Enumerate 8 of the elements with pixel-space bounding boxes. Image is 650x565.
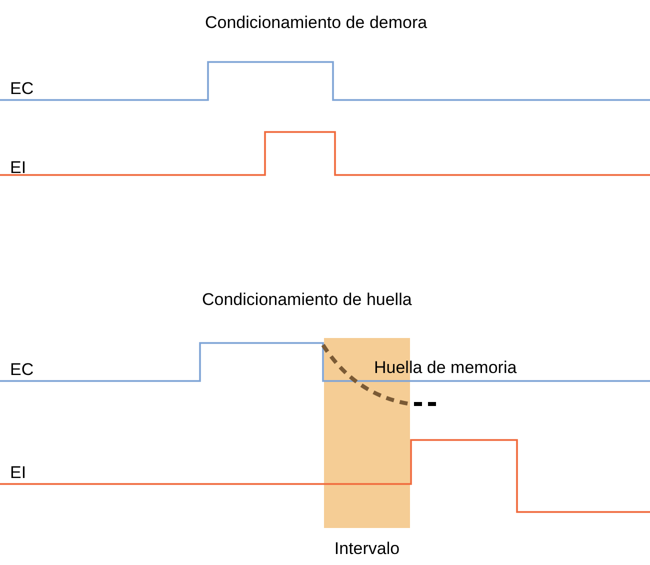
interval-label: Intervalo (333, 538, 401, 560)
signal-label: EC (10, 359, 34, 381)
signal-label: EC (10, 78, 34, 100)
title: Condicionamiento de demora (205, 12, 428, 34)
title: Condicionamiento de huella (202, 289, 412, 311)
annotation-label: Huella de memoria (374, 357, 517, 379)
signal-label: EI (10, 462, 26, 484)
signal-label: EI (10, 157, 26, 179)
